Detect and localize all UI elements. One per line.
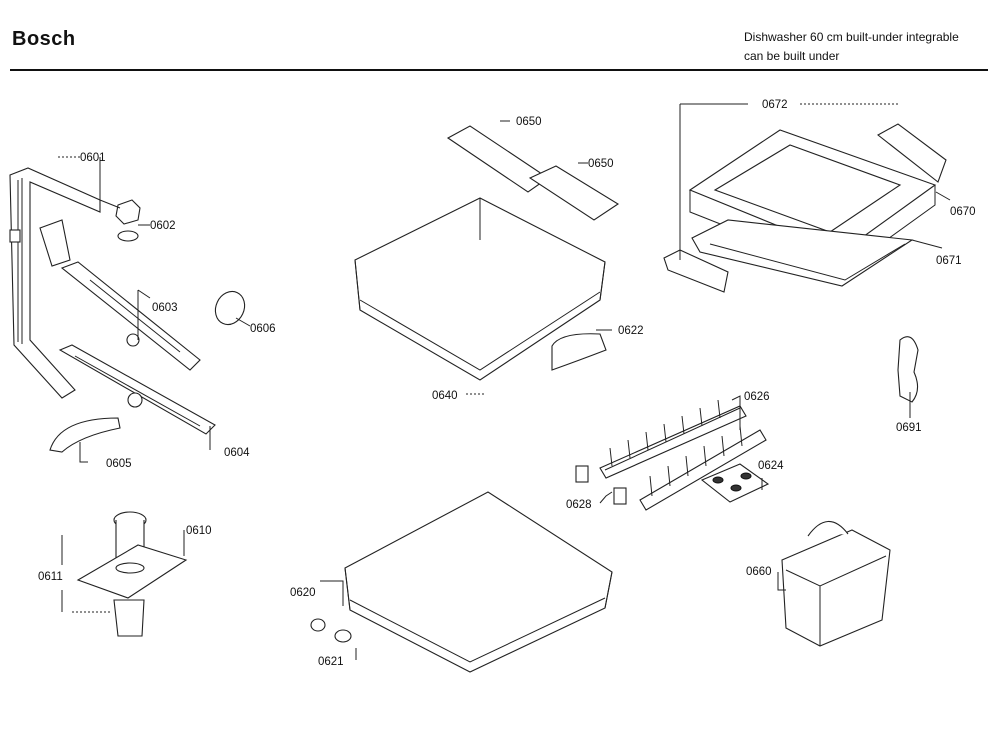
callout-0650-shelf-right: 0650 xyxy=(588,158,614,170)
callout-0610: 0610 xyxy=(186,525,212,537)
drawer-clip xyxy=(897,336,919,403)
callout-0605: 0605 xyxy=(106,458,132,470)
rack-stopper-set xyxy=(700,463,770,503)
model-line-1: Dishwasher 60 cm built-under integrable xyxy=(744,30,959,44)
callout-0640: 0640 xyxy=(432,390,458,402)
callout-0628: 0628 xyxy=(566,499,592,511)
upper-basket xyxy=(354,197,606,381)
drawer-rail-left xyxy=(663,249,729,293)
model-description: Dishwasher 60 cm built-under integrable … xyxy=(744,28,959,66)
callout-0603: 0603 xyxy=(152,302,178,314)
callout-0602: 0602 xyxy=(150,220,176,232)
callout-lines xyxy=(58,103,951,660)
filter-cover xyxy=(49,417,121,453)
lower-basket xyxy=(344,491,613,673)
water-supply-pipe xyxy=(9,167,101,399)
cup-shelf-left xyxy=(446,125,549,193)
upper-basket-handle xyxy=(551,333,607,371)
round-filter-disc xyxy=(214,290,246,326)
model-line-2: can be built under xyxy=(744,49,840,63)
tine-hinge-clips xyxy=(575,465,627,505)
upper-spray-arm xyxy=(39,219,201,371)
tine-row-upper xyxy=(599,399,747,479)
callout-0620: 0620 xyxy=(290,587,316,599)
header-divider xyxy=(10,69,988,71)
callout-0626: 0626 xyxy=(744,391,770,403)
callout-0660: 0660 xyxy=(746,566,772,578)
filter-assembly xyxy=(76,511,188,637)
tine-row-lower xyxy=(639,425,767,511)
drawer-rail-right xyxy=(877,123,947,183)
callout-0621: 0621 xyxy=(318,656,344,668)
callout-0606: 0606 xyxy=(250,323,276,335)
cutlery-drawer xyxy=(688,129,937,273)
lower-basket-wheels xyxy=(310,618,352,643)
lower-spray-arm xyxy=(58,344,216,435)
callout-0671: 0671 xyxy=(936,255,962,267)
callout-0672: 0672 xyxy=(762,99,788,111)
callout-0624: 0624 xyxy=(758,460,784,472)
cutlery-drawer-frame xyxy=(691,219,914,287)
callout-0601: 0601 xyxy=(80,152,106,164)
spray-arm-nut xyxy=(115,199,141,242)
callout-0691: 0691 xyxy=(896,422,922,434)
callout-0670: 0670 xyxy=(950,206,976,218)
callout-0650-shelf-left: 0650 xyxy=(516,116,542,128)
callout-0622: 0622 xyxy=(618,325,644,337)
callout-0604: 0604 xyxy=(224,447,250,459)
callout-0611: 0611 xyxy=(38,571,63,583)
cutlery-basket xyxy=(781,520,891,647)
brand-name: Bosch xyxy=(12,28,76,50)
cup-shelf-right xyxy=(528,165,620,221)
